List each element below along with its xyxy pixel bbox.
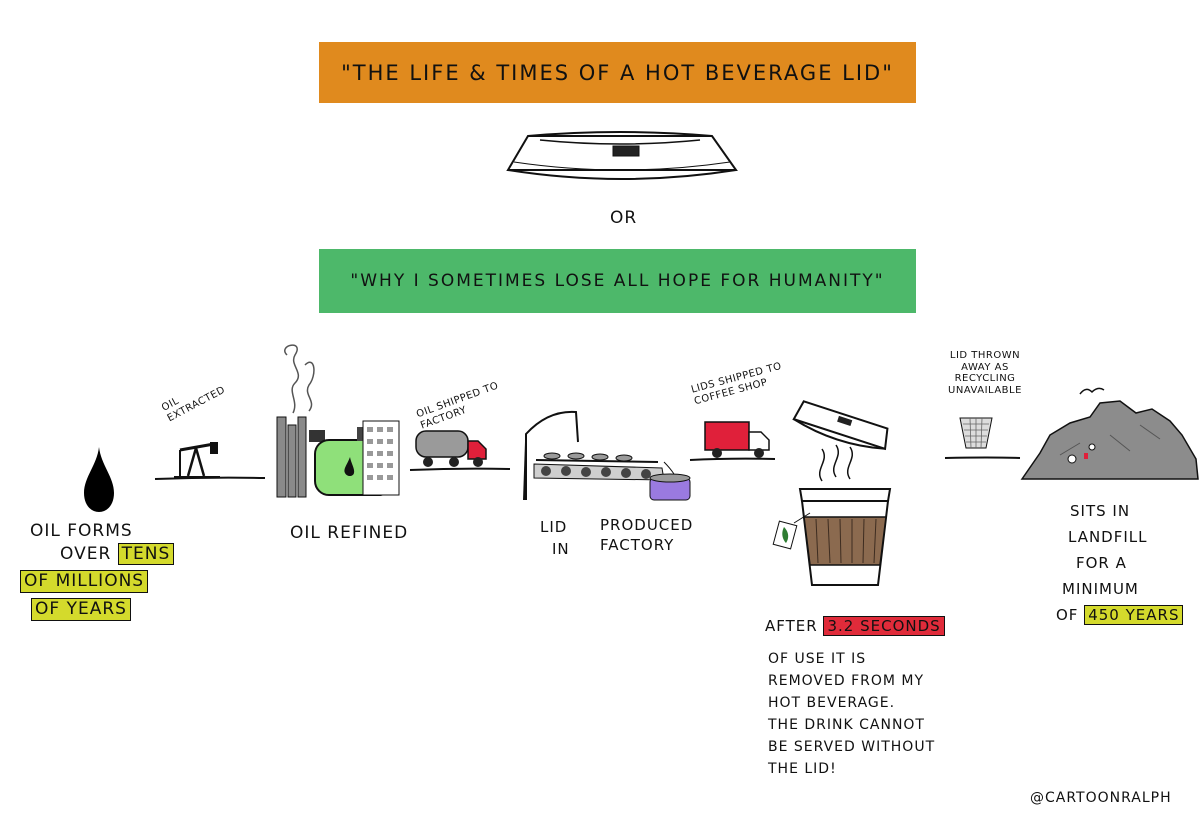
landfill-icon [1020, 400, 1199, 480]
oil-forms-line2: over tens [60, 543, 175, 566]
tens-highlight: tens [117, 543, 175, 566]
thrown-away-label: Lid thrown away as recycling unavailable [940, 350, 1030, 396]
after-label: After 3.2 seconds [765, 616, 945, 636]
oil-forms-label: Oil forms over tens [30, 521, 175, 566]
millions-highlight: of millions [20, 570, 149, 594]
bird-icon [1079, 387, 1105, 395]
thrown-line-1: Lid thrown [949, 350, 1021, 361]
refinery-icon [276, 344, 400, 498]
after-line-1: of use it is [768, 651, 867, 667]
after-line-6: the lid! [768, 761, 837, 777]
oil-forms-over: over [60, 544, 112, 565]
after-line-2: removed from my [768, 673, 925, 689]
years-450-highlight: 450 years [1084, 605, 1184, 625]
after-line-4: The drink cannot [768, 717, 925, 733]
title-text: "The Life & Times of a Hot Beverage Lid" [341, 60, 894, 85]
landfill-of: of [1056, 606, 1079, 624]
landfill-line-2: landfill [1068, 528, 1148, 546]
landfill-label: Sits in landfill for a minimum of 450 ye… [1056, 498, 1184, 628]
factory-word: factory [600, 536, 675, 554]
credit-text: @cartoonralph [1030, 790, 1172, 806]
years-highlight: of years [31, 598, 131, 622]
coffee-cup-icon [772, 400, 892, 586]
oil-forms-line1: Oil forms [30, 521, 133, 541]
delivery-truck-icon [704, 421, 770, 458]
thrown-line-4: unavailable [948, 384, 1022, 396]
after-line-5: be served without [768, 739, 936, 755]
title-banner: "The Life & Times of a Hot Beverage Lid" [319, 42, 916, 103]
pump-jack-icon [174, 442, 220, 478]
oil-refined-label: Oil refined [290, 523, 409, 543]
after-line-3: hot beverage. [768, 695, 896, 711]
thrown-line-2: away as [961, 361, 1009, 373]
landfill-line-1: Sits in [1070, 502, 1131, 520]
produced-word: produced [600, 516, 694, 534]
lid-word: Lid [540, 518, 568, 536]
lid-produced-label: Lid produced in factory [540, 516, 694, 576]
conveyor-factory-icon [523, 410, 691, 501]
in-word: in [552, 540, 570, 558]
tanker-truck-icon [415, 430, 487, 467]
lid-illustration [506, 131, 738, 180]
thrown-line-3: recycling [954, 373, 1016, 384]
subtitle-text: "Why I sometimes lose all hope for human… [350, 271, 885, 291]
or-text: Or [610, 208, 638, 228]
oil-drop-icon [84, 447, 114, 512]
seconds-highlight: 3.2 seconds [823, 616, 945, 636]
bin-icon [959, 417, 993, 449]
after-word: After [765, 617, 818, 635]
landfill-line-4: minimum [1062, 580, 1139, 598]
after-description: of use it is removed from my hot beverag… [768, 648, 935, 780]
subtitle-banner: "Why I sometimes lose all hope for human… [319, 249, 916, 313]
landfill-line-5: of 450 years [1056, 602, 1184, 628]
landfill-line-3: for a [1076, 554, 1127, 572]
